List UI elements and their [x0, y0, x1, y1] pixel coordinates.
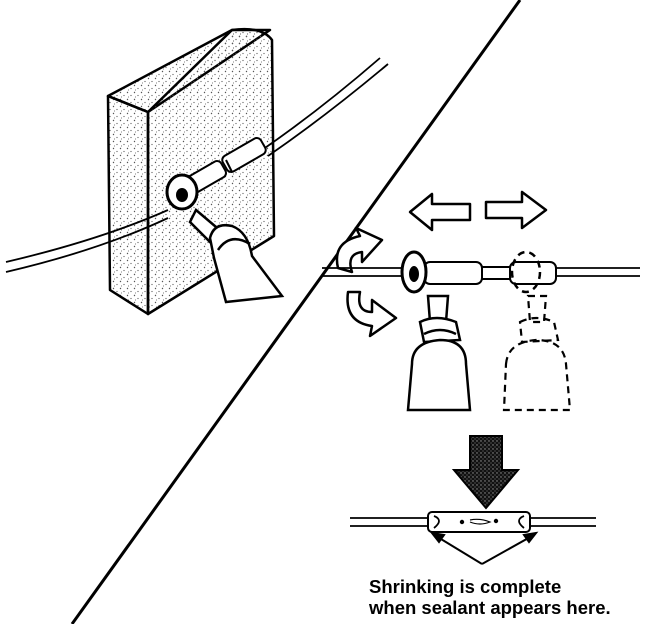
heat-arrow-icon	[451, 435, 521, 510]
move-left-arrow	[408, 192, 472, 232]
heat-gun-left	[188, 208, 285, 304]
sealant-leaders	[429, 531, 539, 565]
left-panel	[5, 27, 389, 316]
foam-block-front	[106, 94, 150, 316]
move-right-arrow	[484, 190, 548, 230]
finished-splice	[350, 511, 596, 533]
heat-gun-reflector-ghost	[510, 250, 542, 294]
caption-line-1: Shrinking is complete	[369, 576, 562, 597]
butt-connector-right	[423, 261, 557, 285]
right-panel	[322, 190, 640, 565]
panel-divider	[70, 0, 522, 624]
rotate-arrow-top	[335, 226, 384, 274]
heat-gun-ghost	[502, 294, 572, 412]
caption-line-2: when sealant appears here.	[369, 597, 611, 618]
wire-left	[5, 57, 389, 273]
rotate-arrow-bottom	[346, 290, 398, 338]
heat-gun-right	[406, 294, 472, 412]
